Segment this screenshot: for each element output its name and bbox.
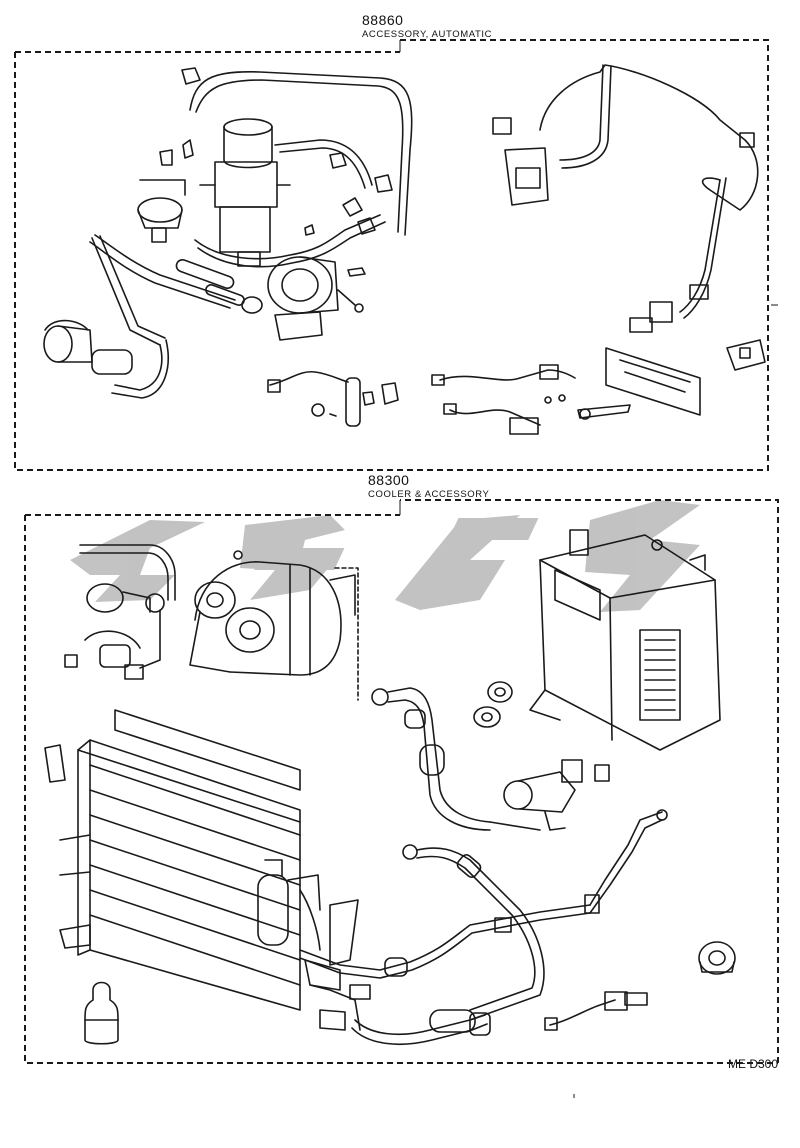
switch-connector-right <box>726 339 766 371</box>
vacuum-control-valve <box>199 118 291 267</box>
hose-clips <box>159 67 393 277</box>
figure-code: ME D300 <box>728 1057 779 1071</box>
cooling-unit <box>529 529 721 751</box>
group-88300-frame <box>24 499 779 1064</box>
group-88300-name: COOLER & ACCESSORY <box>368 489 490 500</box>
compressor-leader-dashed <box>334 567 359 701</box>
wire-leads <box>431 364 631 435</box>
group-88860-name: ACCESSORY, AUTOMATIC <box>362 29 493 40</box>
vacuum-actuator <box>137 179 186 243</box>
thermo-sensor <box>267 370 399 427</box>
liquid-tube <box>299 809 668 979</box>
suction-hose <box>371 687 491 831</box>
compressor <box>189 550 356 676</box>
idle-up-valve-assembly <box>64 544 176 680</box>
condenser-seal-strip <box>114 709 301 791</box>
water-valve-motor <box>267 256 364 341</box>
grommets <box>473 681 513 728</box>
control-wire-harness <box>539 64 759 319</box>
condenser <box>44 739 301 1011</box>
discharge-hose <box>402 844 545 1021</box>
servo-motor-left <box>43 319 133 375</box>
actuator-tube <box>89 234 236 399</box>
receiver-dryer <box>257 859 359 966</box>
hose-segment <box>175 258 263 314</box>
harness-connectors <box>492 117 755 333</box>
group-88860-number: 88860 <box>362 12 404 28</box>
vacuum-hose-harness <box>189 70 413 268</box>
thermistor-sensor <box>698 941 736 975</box>
flexible-hose-lower <box>309 984 491 1045</box>
group-88300-number: 88300 <box>368 472 410 488</box>
watermark-logo <box>70 500 700 612</box>
compressor-oil-bottle <box>84 981 119 1045</box>
magnetic-valve <box>489 759 610 831</box>
control-panel-plate <box>605 347 701 416</box>
pressure-switch <box>544 991 648 1031</box>
condenser-bracket <box>59 924 341 991</box>
group-88860-frame <box>14 39 769 471</box>
